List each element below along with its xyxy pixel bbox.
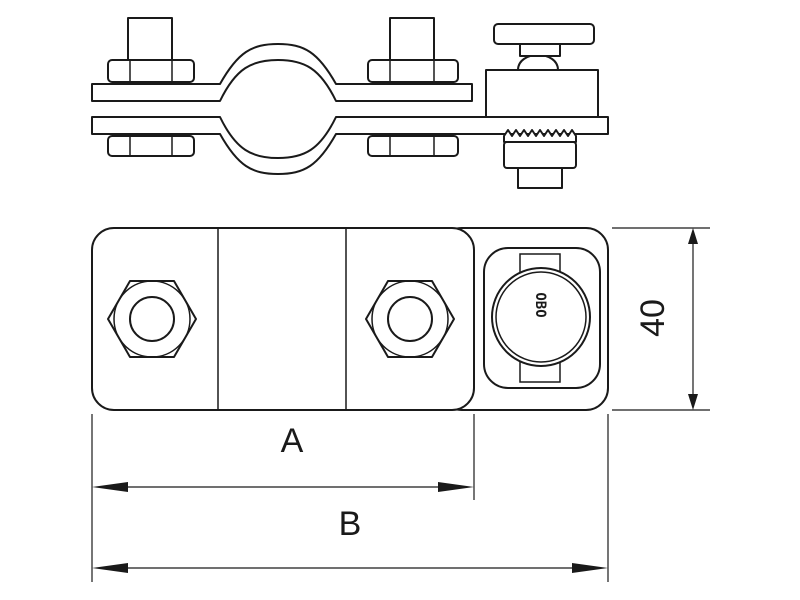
dimension-a-label: A bbox=[281, 422, 304, 460]
terminal-screw-top: OBO bbox=[483, 247, 601, 389]
obo-logo-text: OBO bbox=[532, 292, 548, 317]
lower-strap bbox=[91, 116, 609, 175]
top-view: OBO bbox=[91, 227, 609, 411]
left-bolt-side bbox=[107, 17, 195, 157]
terminal-block-side bbox=[485, 23, 599, 189]
dimension-b-label: B bbox=[339, 505, 362, 543]
dimension-b: B bbox=[91, 414, 609, 582]
dimension-height: 40 bbox=[612, 227, 710, 411]
middle-nut-top bbox=[365, 280, 455, 358]
dimension-40-label: 40 bbox=[634, 299, 672, 337]
upper-strap bbox=[91, 43, 473, 102]
dimension-a: A bbox=[91, 414, 475, 500]
left-nut-top bbox=[107, 280, 197, 358]
middle-bolt-side bbox=[367, 17, 459, 157]
side-view bbox=[91, 17, 609, 189]
clamp-body-top bbox=[91, 227, 475, 411]
